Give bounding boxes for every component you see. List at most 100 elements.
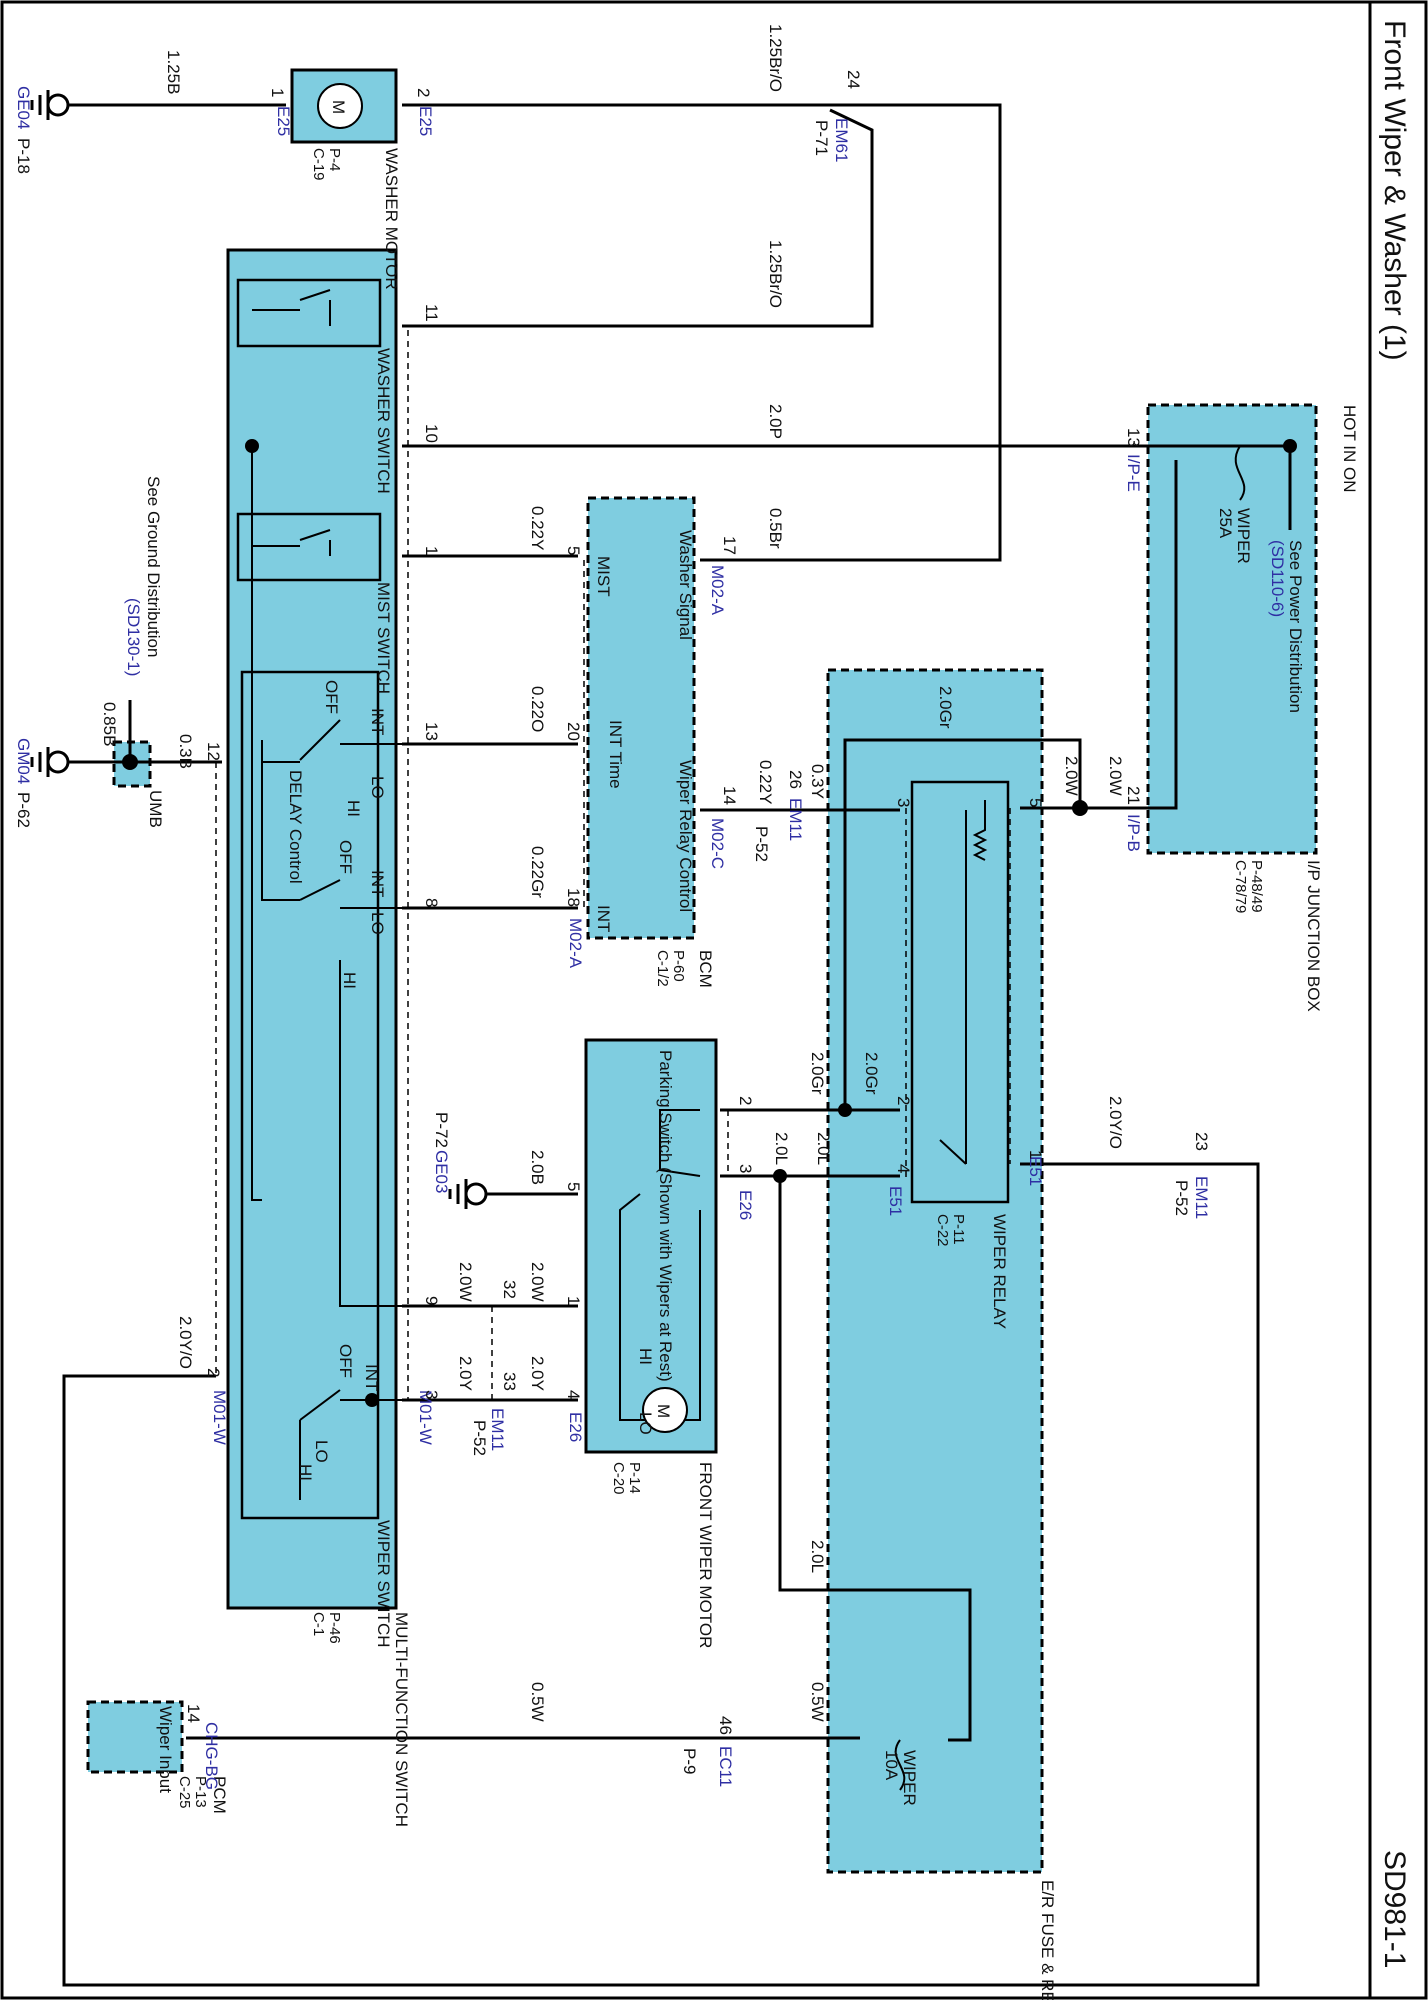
pin-3-relay: 3 (894, 798, 913, 807)
er-fuse-relay-box (826, 668, 1044, 1874)
em11-33-ref: P-52 (470, 1420, 489, 1456)
washer-conn-e25-a: E25 (274, 106, 293, 136)
pin-8-mfs: 8 (422, 898, 441, 907)
gm04-see-ref: (SD130-1) (124, 598, 143, 676)
relay-coil-icon (972, 800, 988, 861)
pin-2-relay: 2 (894, 1096, 913, 1105)
wire-label-20yo-b: 2.0Y/O (176, 1316, 195, 1369)
wire-label-20p: 2.0P (766, 404, 785, 439)
sw-hi-a: HI (344, 800, 363, 817)
pin-10: 10 (422, 424, 441, 443)
pin-32-em11: 32 (500, 1280, 519, 1299)
wire-label-022gr: 0.22Gr (528, 846, 547, 898)
sw-hi-b: HI (340, 972, 359, 989)
mfs-ref1: P-46 (326, 1612, 343, 1644)
wire-label-20w-d: 2.0W (528, 1262, 547, 1302)
pin-2-motor: 2 (736, 1096, 755, 1105)
front-motor-ref1: P-14 (626, 1462, 643, 1494)
splice-hot (1283, 439, 1297, 453)
wiper-switch-box (240, 670, 380, 1520)
wire-label-125b: 1.25B (164, 50, 183, 94)
wire-label-125bro-a: 1.25Br/O (766, 24, 785, 92)
bcm-ref1: P-60 (670, 950, 687, 982)
pin-1-relay: 1 (1026, 1150, 1045, 1159)
wire-label-20l-b: 2.0L (814, 1132, 833, 1165)
gm04-ref: P-62 (14, 792, 33, 828)
mist-switch-box (236, 512, 382, 582)
fuse-10a-rating: 10A (882, 1750, 901, 1781)
pcm-box (86, 1700, 184, 1774)
wire-label-20yo-a: 2.0Y/O (1106, 1096, 1125, 1149)
wire-labels: 1.25B 1.25Br/O 1.25Br/O 2.0P 0.5Br 0.22Y… (100, 24, 1125, 1722)
bcm-name: BCM (696, 950, 715, 988)
pcm-wiper-input: Wiper Input (156, 1706, 175, 1793)
em61-name: EM61 (832, 118, 851, 162)
pin-5-motor: 5 (564, 1182, 583, 1191)
ge03-name: GE03 (432, 1150, 451, 1193)
fuse-10a-icon (894, 1739, 906, 1791)
pin-11: 11 (422, 304, 441, 322)
wire-label-022y: 0.22Y (528, 506, 547, 550)
wire-20w-fuse (1140, 460, 1178, 810)
int2-switch-contacts (261, 740, 402, 909)
ge03-ref: P-72 (432, 1112, 451, 1148)
ip-conn13: I/P-E (1124, 454, 1143, 492)
wire-label-20w-c: 2.0W (456, 1262, 475, 1302)
mist-switch-contacts (252, 529, 331, 556)
front-motor-name: FRONT WIPER MOTOR (696, 1462, 715, 1648)
wire-label-20w-a: 2.0W (1062, 756, 1081, 796)
bcm-int-time: INT Time (606, 720, 625, 789)
wire-label-03y: 0.3Y (808, 764, 827, 799)
wiper-motor-m: M (654, 1404, 673, 1418)
gm04-name: GM04 (14, 738, 33, 784)
em11-33-pin: 33 (500, 1372, 519, 1391)
sw-off-b: OFF (336, 840, 355, 874)
wire-20l-fuse (778, 1176, 972, 1742)
em11-26-ref: P-52 (752, 826, 771, 862)
wire-20yo (62, 1162, 1260, 1987)
splice-gr (838, 1103, 852, 1117)
pin-1-motor: 1 (564, 1296, 583, 1305)
wire-label-05w-a: 0.5W (528, 1682, 547, 1722)
relay-conn-e51-a: E51 (1026, 1156, 1045, 1186)
pin-2-mfs: 2 (204, 1368, 223, 1377)
sw-off-c: OFF (336, 1344, 355, 1378)
front-wiper-motor-box (584, 1038, 718, 1454)
pin-2-washer: 2 (414, 88, 433, 97)
bcm-mist: MIST (594, 556, 613, 597)
bcm-conn-m02a-b: M02-A (566, 918, 585, 969)
wire-label-20y-b: 2.0Y (528, 1356, 547, 1391)
pin-1-mist: 1 (422, 546, 441, 555)
relay-internal (939, 810, 967, 1165)
bcm-int: INT (594, 905, 613, 932)
em11-23-ref: P-52 (1172, 1180, 1191, 1216)
sw-lo-b: LO (368, 912, 387, 935)
sw-int-c: INT (362, 1364, 381, 1391)
hot-label: HOT IN ON (1340, 405, 1359, 493)
ip-junction-ref1: P-48/49 (1248, 860, 1265, 913)
pin-4-motor: 4 (564, 1390, 583, 1399)
gm04-see: See Ground Distribution (144, 476, 163, 657)
sw-off-a: OFF (322, 680, 341, 714)
pin-13-mfs: 13 (422, 722, 441, 741)
wire-label-085b: 0.85B (100, 702, 119, 746)
motor-lo: LO (636, 1412, 655, 1435)
motor-internal (619, 1193, 701, 1421)
washer-switch-label: WASHER SWITCH (374, 348, 393, 494)
motor-hi: HI (636, 1348, 655, 1365)
wire-label-022y-b: 0.22Y (756, 760, 775, 804)
splice-21 (1072, 800, 1088, 816)
wire-label-20gr-a: 2.0Gr (936, 686, 955, 729)
washer-motor-ref1: P-4 (326, 148, 343, 171)
switch-common (251, 446, 262, 1201)
ec11-pin: 46 (716, 1716, 735, 1735)
ip-junction-name: I/P JUNCTION BOX (1304, 860, 1323, 1012)
mfs-ref2: C-1 (310, 1612, 327, 1636)
pin-5-relay: 5 (1026, 798, 1045, 807)
em11-33-name: EM11 (488, 1408, 507, 1451)
pcm-conn: CHG-BG (202, 1722, 221, 1790)
pin-4-relay: 4 (894, 1164, 913, 1173)
pin-3-mfs: 3 (422, 1390, 441, 1399)
lo-feed (339, 960, 402, 1307)
mfs-conn-a: M01-W (210, 1390, 229, 1445)
